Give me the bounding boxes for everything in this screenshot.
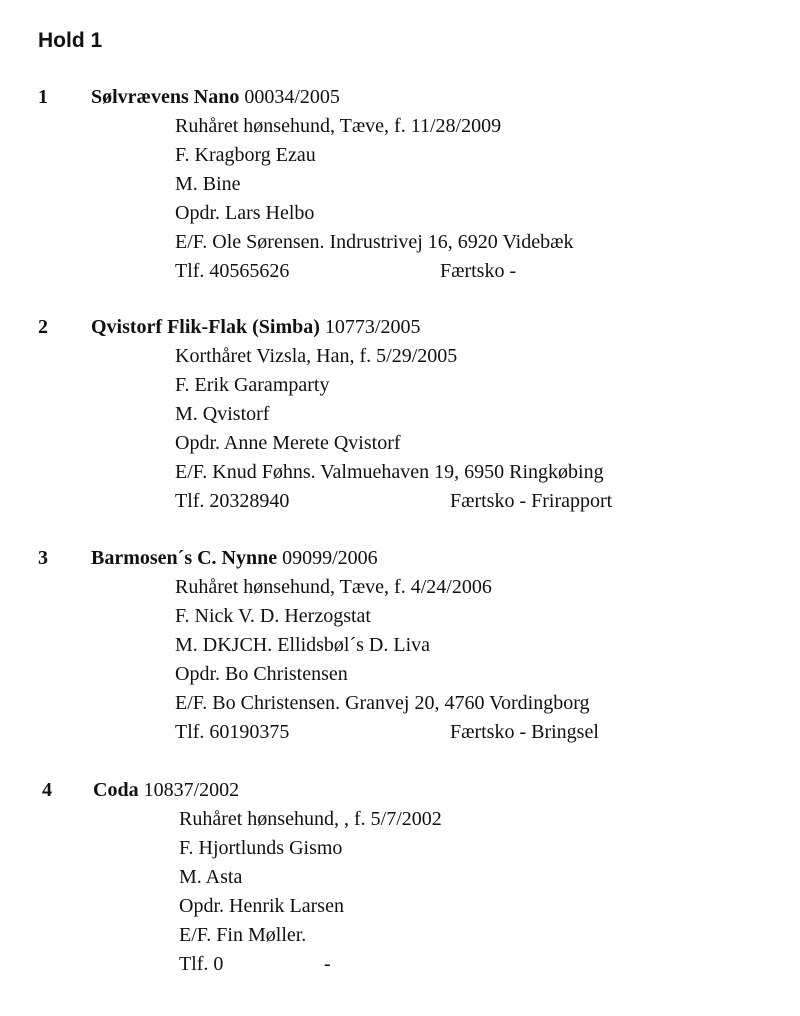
dog-entry: 1 Sølvrævens Nano 00034/2005 Ruhåret høn… bbox=[0, 83, 800, 286]
phone-number: Tlf. 60190375 bbox=[175, 721, 290, 743]
phone-line: Tlf. 60190375 Færtsko - Bringsel bbox=[175, 718, 800, 747]
registration-number: 10773/2005 bbox=[324, 316, 421, 338]
registration-number: 09099/2006 bbox=[282, 547, 378, 569]
dog-entry: 4 Coda 10837/2002 Ruhåret hønsehund, , f… bbox=[0, 776, 800, 979]
father-line: F. Hjortlunds Gismo bbox=[179, 837, 343, 859]
breed-line: Ruhåret hønsehund, , f. 5/7/2002 bbox=[179, 808, 442, 830]
breeder-line: Opdr. Henrik Larsen bbox=[179, 895, 344, 917]
dog-name: Sølvrævens Nano bbox=[91, 86, 240, 108]
dog-name: Barmosen´s C. Nynne bbox=[91, 547, 278, 569]
entry-title: Coda 10837/2002 bbox=[93, 776, 239, 805]
breed-line: Ruhåret hønsehund, Tæve, f. 11/28/2009 bbox=[175, 115, 502, 137]
entry-header: 2 Qvistorf Flik-Flak (Simba) 10773/2005 bbox=[0, 313, 800, 342]
phone-line: Tlf. 0 - bbox=[179, 950, 800, 979]
phone-line: Tlf. 20328940 Færtsko - Frirapport bbox=[175, 487, 800, 516]
entry-number: 4 bbox=[42, 779, 52, 801]
owner-line: E/F. Fin Møller. bbox=[179, 924, 307, 946]
result-status: Færtsko - Frirapport bbox=[450, 490, 613, 512]
registration-number: 00034/2005 bbox=[244, 86, 340, 108]
mother-line: M. Asta bbox=[179, 866, 243, 888]
breeder-line: Opdr. Anne Merete Qvistorf bbox=[175, 432, 401, 454]
breed-line: Korthåret Vizsla, Han, f. 5/29/2005 bbox=[175, 345, 458, 367]
registration-number: 10837/2002 bbox=[143, 779, 240, 801]
father-line: F. Kragborg Ezau bbox=[175, 144, 316, 166]
entry-number: 1 bbox=[38, 86, 48, 108]
breeder-line: Opdr. Bo Christensen bbox=[175, 663, 348, 685]
hold-title: Hold 1 bbox=[38, 29, 103, 52]
mother-line: M. DKJCH. Ellidsbøl´s D. Liva bbox=[175, 634, 430, 656]
result-status: Færtsko - Bringsel bbox=[450, 721, 599, 743]
phone-number: Tlf. 40565626 bbox=[175, 260, 290, 282]
mother-line: M. Bine bbox=[175, 173, 241, 195]
entry-title: Barmosen´s C. Nynne 09099/2006 bbox=[91, 544, 378, 573]
breed-line: Ruhåret hønsehund, Tæve, f. 4/24/2006 bbox=[175, 576, 492, 598]
entry-header: 1 Sølvrævens Nano 00034/2005 bbox=[0, 83, 800, 112]
phone-number: Tlf. 0 bbox=[179, 953, 224, 975]
father-line: F. Erik Garamparty bbox=[175, 374, 330, 396]
phone-number: Tlf. 20328940 bbox=[175, 490, 290, 512]
father-line: F. Nick V. D. Herzogstat bbox=[175, 605, 371, 627]
entry-header: 4 Coda 10837/2002 bbox=[0, 776, 800, 805]
owner-line: E/F. Bo Christensen. Granvej 20, 4760 Vo… bbox=[175, 692, 590, 714]
entry-title: Qvistorf Flik-Flak (Simba) 10773/2005 bbox=[91, 313, 420, 342]
entry-title: Sølvrævens Nano 00034/2005 bbox=[91, 83, 340, 112]
entry-header: 3 Barmosen´s C. Nynne 09099/2006 bbox=[0, 544, 800, 573]
result-status: - bbox=[324, 953, 331, 975]
mother-line: M. Qvistorf bbox=[175, 403, 270, 425]
owner-line: E/F. Ole Sørensen. Indrustrivej 16, 6920… bbox=[175, 231, 574, 253]
result-status: Færtsko - bbox=[440, 260, 517, 282]
dog-entry: 3 Barmosen´s C. Nynne 09099/2006 Ruhåret… bbox=[0, 544, 800, 747]
phone-line: Tlf. 40565626 Færtsko - bbox=[175, 257, 800, 286]
owner-line: E/F. Knud Føhns. Valmuehaven 19, 6950 Ri… bbox=[175, 461, 604, 483]
dog-name: Qvistorf Flik-Flak (Simba) bbox=[91, 316, 320, 338]
breeder-line: Opdr. Lars Helbo bbox=[175, 202, 315, 224]
dog-entry: 2 Qvistorf Flik-Flak (Simba) 10773/2005 … bbox=[0, 313, 800, 516]
dog-name: Coda bbox=[93, 779, 139, 801]
entry-number: 2 bbox=[38, 316, 48, 338]
entry-number: 3 bbox=[38, 547, 48, 569]
